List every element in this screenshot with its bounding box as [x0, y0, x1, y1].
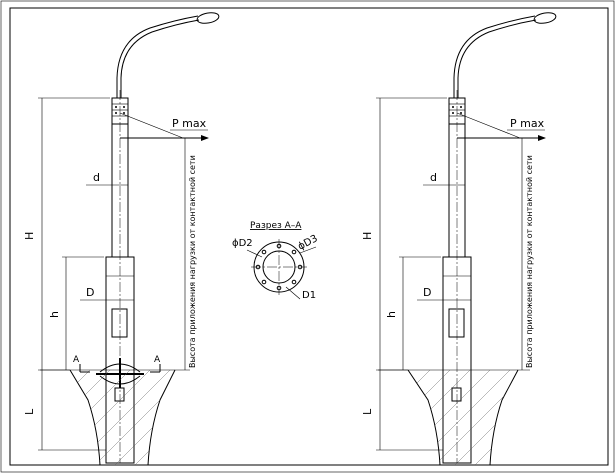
left-dim-D: D — [86, 286, 94, 299]
left-p-max: P max — [119, 112, 209, 141]
left-height-note: Высота приложения нагрузки от контактной… — [188, 155, 197, 368]
left-service-hatch — [111, 308, 128, 338]
right-dim-D: D — [423, 286, 431, 299]
left-dim-h: h — [48, 311, 61, 318]
section-a-a: Разрез А–А ϕD2 ϕD3 D1 — [232, 221, 320, 301]
section-mark-right: A — [154, 355, 161, 365]
inner-frame — [9, 7, 609, 466]
right-dim-d: d — [430, 171, 437, 184]
right-p-max-label: P max — [510, 117, 545, 130]
left-dimensions: H L h d D Высота приложения нагрузки от … — [23, 97, 197, 451]
section-title: Разрез А–А — [250, 221, 302, 231]
label-phi-d2: ϕD2 — [232, 238, 253, 249]
right-lamp-head — [533, 12, 557, 24]
left-lamp-arm — [116, 15, 199, 98]
right-foundation-pit — [378, 369, 530, 466]
left-p-max-label: P max — [172, 117, 207, 130]
right-dim-h: h — [385, 311, 398, 318]
bolt-holes — [255, 243, 303, 291]
left-pole — [96, 12, 220, 464]
right-dimensions: H L h d D Высота приложения нагрузки от … — [361, 97, 534, 451]
right-pole — [442, 12, 557, 464]
left-lamp-head — [196, 12, 220, 24]
section-mark-left: A — [73, 355, 80, 365]
right-lamp-arm — [453, 15, 536, 98]
left-dim-L: L — [23, 408, 36, 415]
right-height-note: Высота приложения нагрузки от контактной… — [525, 155, 534, 368]
left-dim-d: d — [93, 171, 100, 184]
right-dim-L: L — [361, 408, 374, 415]
right-service-hatch — [448, 308, 465, 338]
label-d1: D1 — [302, 290, 316, 301]
left-dim-H: H — [23, 232, 36, 240]
left-foundation-pit — [40, 369, 190, 466]
right-dim-H: H — [361, 232, 374, 240]
left-section-marks: A A — [73, 355, 161, 373]
right-p-max: P max — [456, 112, 546, 141]
